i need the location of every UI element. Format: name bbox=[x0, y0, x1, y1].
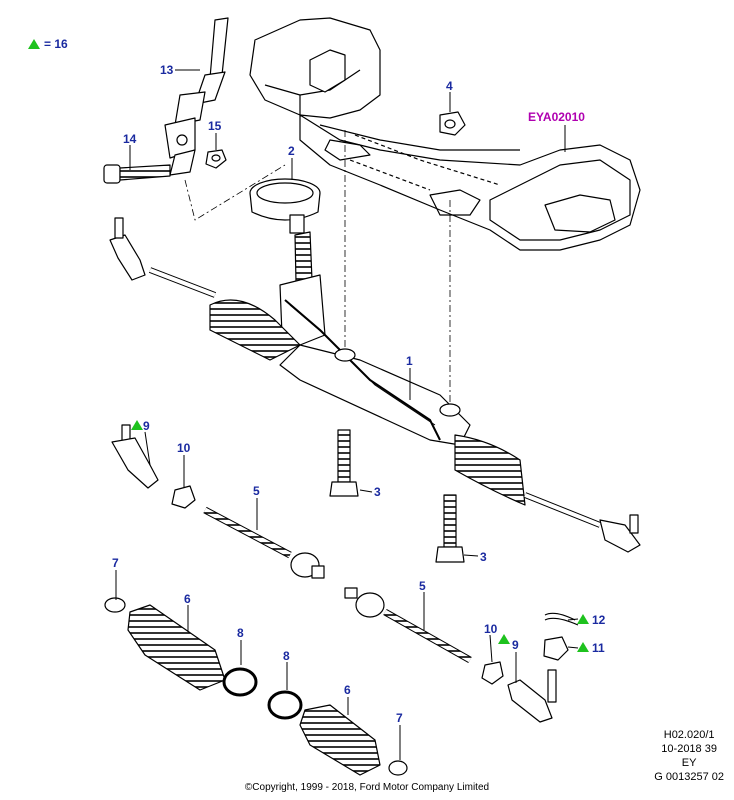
meta-line-4: G 0013257 02 bbox=[654, 771, 724, 783]
legend-text: = 16 bbox=[44, 37, 68, 51]
callout-8-upper: 8 bbox=[237, 626, 244, 640]
callout-5-left: 5 bbox=[253, 484, 260, 498]
callout-9-right: 9 bbox=[512, 638, 519, 652]
callout-10-right: 10 bbox=[484, 622, 498, 636]
callout-8-lower: 8 bbox=[283, 649, 290, 663]
callout-1: 1 bbox=[406, 354, 413, 368]
locknut-10-right bbox=[481, 661, 504, 685]
callout-6-right: 6 bbox=[344, 683, 351, 697]
locknut-10-left bbox=[171, 485, 196, 509]
callout-15: 15 bbox=[208, 119, 222, 133]
tie-rod-end-right bbox=[599, 514, 641, 553]
large-clamp-lower bbox=[267, 690, 303, 720]
callout-9-left: 9 bbox=[143, 419, 150, 433]
callout-5-right: 5 bbox=[419, 579, 426, 593]
triangle-markers bbox=[131, 420, 589, 652]
triangle-icon bbox=[577, 614, 589, 624]
triangle-icon bbox=[577, 642, 589, 652]
cotter-pin-12 bbox=[544, 612, 579, 626]
tie-rod-5-left bbox=[203, 506, 325, 579]
callout-4: 4 bbox=[446, 79, 453, 93]
callout-7-right: 7 bbox=[396, 711, 403, 725]
nut-15 bbox=[205, 149, 227, 169]
subframe bbox=[249, 17, 641, 251]
leader-lines bbox=[115, 69, 579, 760]
callout-13: 13 bbox=[160, 63, 174, 77]
small-clamp-right bbox=[388, 760, 408, 776]
legend: = 16 bbox=[28, 37, 68, 51]
assembly-lines bbox=[184, 130, 451, 405]
tie-rod-end-9-left bbox=[111, 424, 159, 489]
triangle-icon bbox=[498, 634, 510, 644]
callout-6-left: 6 bbox=[184, 592, 191, 606]
mounting-bolt-lower bbox=[435, 494, 465, 563]
steering-gear bbox=[148, 231, 602, 528]
bellows-boot-left bbox=[127, 604, 226, 691]
mounting-bolt-upper bbox=[329, 429, 359, 497]
tie-rod-5-right bbox=[344, 587, 472, 664]
meta-line-1: H02.020/1 bbox=[663, 729, 715, 741]
callout-10-left: 10 bbox=[177, 441, 191, 455]
large-clamp-upper bbox=[222, 667, 258, 697]
callout-3-lower: 3 bbox=[480, 550, 487, 564]
callout-11: 11 bbox=[592, 641, 605, 655]
callout-12: 12 bbox=[592, 613, 606, 627]
intermediate-shaft bbox=[164, 17, 229, 176]
callout-14: 14 bbox=[123, 132, 137, 146]
drawing-meta: H02.020/1 10-2018 39 EY G 0013257 02 bbox=[654, 728, 724, 784]
bellows-boot-right bbox=[299, 704, 381, 776]
reference-code: EYA02010 bbox=[528, 110, 585, 124]
meta-line-3: EY bbox=[681, 757, 697, 769]
pinion-cover bbox=[249, 178, 321, 234]
castle-nut-11 bbox=[543, 636, 569, 661]
triangle-icon bbox=[28, 39, 40, 49]
callout-2: 2 bbox=[288, 144, 295, 158]
tie-rod-end-left bbox=[109, 217, 146, 281]
triangle-icon bbox=[131, 420, 143, 430]
callouts: 13 2 4 14 15 1 3 3 9 10 5 5 7 6 8 8 6 7 … bbox=[112, 63, 606, 725]
callout-3-upper: 3 bbox=[374, 485, 381, 499]
meta-line-2: 10-2018 39 bbox=[661, 743, 717, 755]
tie-rod-end-9-right bbox=[507, 669, 557, 723]
nut-4 bbox=[439, 111, 466, 136]
pinch-bolt bbox=[103, 164, 171, 184]
callout-7-left: 7 bbox=[112, 556, 119, 570]
small-clamp-left bbox=[104, 597, 126, 613]
copyright-notice: ©Copyright, 1999 - 2018, Ford Motor Comp… bbox=[244, 782, 490, 793]
